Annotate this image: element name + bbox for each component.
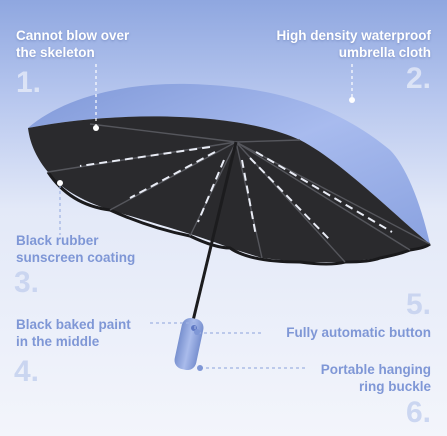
feature-6-number: 6.: [405, 396, 431, 429]
feature-3-label: Black rubber sunscreen coating: [16, 232, 135, 266]
feature-3-number: 3.: [14, 266, 40, 299]
feature-5-line1: Fully automatic button: [286, 325, 431, 340]
feature-2-line2: umbrella cloth: [338, 45, 431, 60]
feature-6-line2: ring buckle: [358, 379, 431, 394]
leader-lines-light: [95, 64, 353, 126]
canopy-outer: [28, 83, 430, 244]
leader-dots: [57, 97, 355, 371]
umbrella-handle: [174, 317, 204, 371]
feature-2-label: High density waterproof umbrella cloth: [276, 27, 431, 61]
feature-3-line1: Black rubber: [16, 233, 99, 248]
feature-6-line1: Portable hanging: [320, 362, 431, 377]
feature-4-label: Black baked paint in the middle: [16, 316, 131, 350]
feature-5-number: 5.: [405, 288, 431, 321]
feature-4-line2: in the middle: [16, 334, 100, 349]
feature-4-number: 4.: [14, 355, 40, 388]
feature-6-label: Portable hanging ring buckle: [321, 361, 431, 395]
feature-3-line2: sunscreen coating: [16, 250, 136, 265]
feature-2-line1: High density waterproof: [276, 28, 431, 43]
feature-5-label: Fully automatic button: [286, 324, 431, 341]
rib-highlights: [79, 146, 393, 241]
leader-lines-dark: [59, 185, 305, 369]
canopy-scallop-edge: [46, 171, 431, 266]
feature-1-line2: the skeleton: [16, 45, 95, 60]
feature-4-line1: Black baked paint: [16, 317, 131, 332]
canopy-inner: [28, 116, 430, 262]
feature-1-number: 1.: [16, 66, 42, 99]
feature-2-number: 2.: [405, 62, 431, 95]
feature-1-label: Cannot blow over the skeleton: [16, 27, 129, 61]
umbrella-shaft: [190, 141, 238, 326]
feature-1-line1: Cannot blow over: [16, 28, 130, 43]
